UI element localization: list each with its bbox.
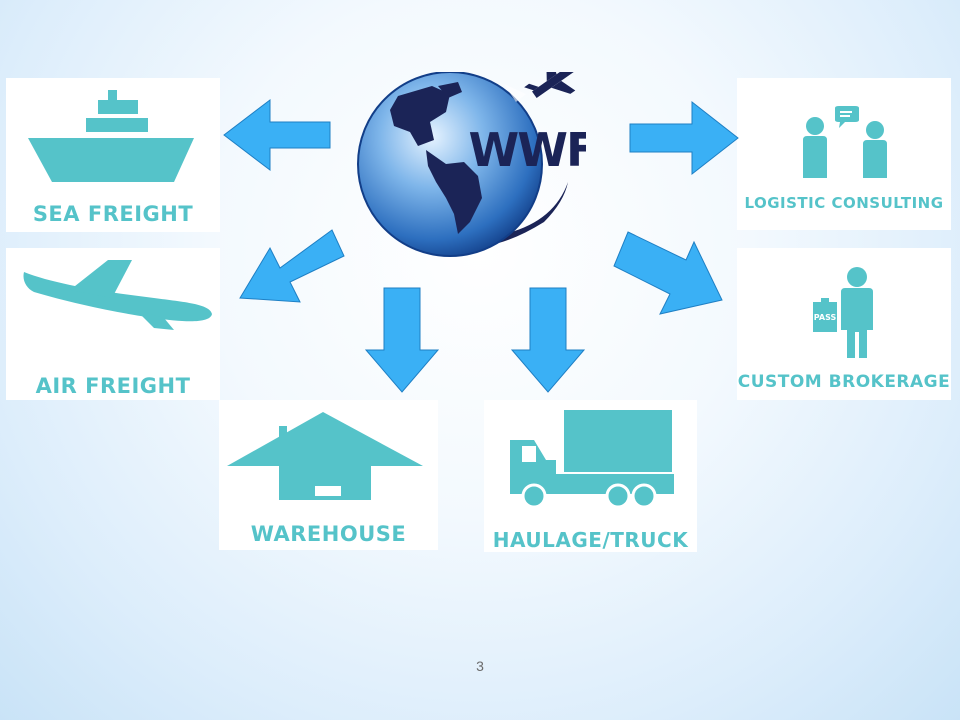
arrow-to-custom-brokerage	[613, 231, 723, 315]
customs-officer-icon: PASS	[813, 267, 873, 358]
air-freight-tile: AIR FREIGHT	[6, 248, 220, 400]
warehouse-label: WAREHOUSE	[250, 522, 407, 546]
arrow-to-air-freight	[239, 229, 345, 303]
sea-freight-tile: SEA FREIGHT	[6, 78, 220, 232]
sea-freight-label: SEA FREIGHT	[32, 202, 194, 226]
airplane-icon	[23, 260, 213, 330]
ship-icon	[28, 90, 194, 182]
arrow-to-warehouse	[364, 287, 440, 393]
custom-brokerage-label: CUSTOM BROKERAGE	[737, 372, 951, 392]
page-number: 3	[476, 658, 484, 674]
truck-icon	[510, 410, 674, 508]
arrow-to-sea-freight	[223, 98, 331, 172]
logo-text: WWF	[469, 123, 586, 177]
warehouse-tile: WAREHOUSE	[219, 400, 438, 550]
pass-text: PASS	[814, 313, 837, 322]
logistic-consulting-label: LOGISTIC CONSULTING	[744, 194, 944, 212]
haulage-truck-label: HAULAGE/TRUCK	[492, 528, 689, 552]
air-freight-label: AIR FREIGHT	[35, 374, 191, 398]
logistic-consulting-tile: LOGISTIC CONSULTING	[737, 78, 951, 230]
consulting-icon	[803, 106, 887, 178]
logo-airplane-icon	[524, 72, 578, 99]
warehouse-icon	[227, 412, 423, 500]
haulage-truck-tile: HAULAGE/TRUCK	[484, 400, 697, 552]
custom-brokerage-tile: PASS CUSTOM BROKERAGE	[737, 248, 951, 400]
arrow-to-logistic-consulting	[629, 100, 739, 176]
wwf-globe-logo: WWF	[357, 72, 586, 257]
arrow-to-haulage-truck	[510, 287, 586, 393]
